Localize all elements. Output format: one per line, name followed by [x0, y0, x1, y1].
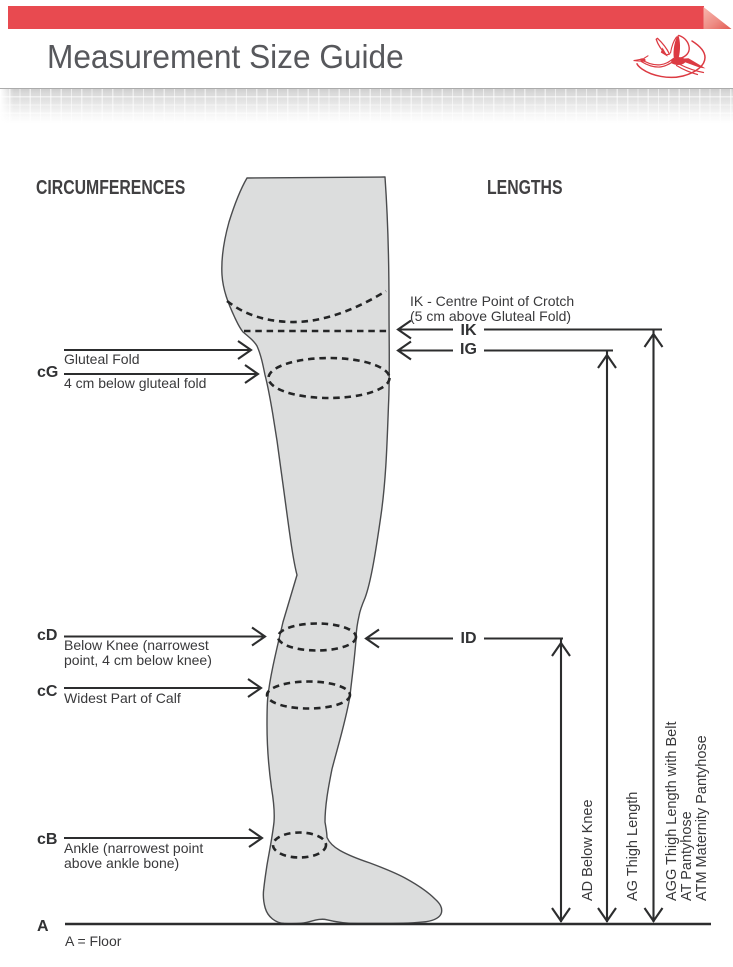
floor-code-label: A — [37, 917, 49, 935]
ik-code-label: IK — [460, 321, 477, 339]
ankle-label: Ankle (narrowest point above ankle bone) — [64, 839, 204, 872]
cg-code-label: cG — [37, 363, 59, 381]
cb-circumference-ellipse — [271, 831, 328, 859]
below-knee-label: Below Knee (narrowest point, 4 cm below … — [64, 636, 212, 669]
ik-dimension-lines — [396, 319, 664, 923]
widest-calf-label: Widest Part of Calf — [64, 690, 181, 706]
gluteal-fold-label: Gluteal Fold — [64, 351, 140, 368]
page-title: Measurement Size Guide — [47, 38, 404, 76]
lengths-heading: LENGTHS — [487, 177, 563, 199]
cb-arrow — [64, 828, 264, 848]
cg-circumference-ellipse — [267, 356, 391, 400]
ag-thigh-length-label: AG Thigh Length — [625, 791, 641, 901]
cd-arrow — [64, 626, 267, 647]
cc-code-label: cC — [37, 682, 58, 700]
cd-code-label: cD — [37, 626, 58, 644]
header-ribbon-fold-icon — [703, 7, 732, 29]
cg-4cm-label: 4 cm below gluteal fold — [64, 374, 207, 391]
ig-code-label: IG — [460, 341, 477, 358]
gluteal-fold-arrow — [64, 340, 253, 360]
agg-at-atm-label: AGG Thigh Length with Belt AT Pantyhose … — [664, 721, 710, 901]
ig-dimension-lines — [396, 340, 617, 923]
circumferences-heading: CIRCUMFERENCES — [36, 177, 186, 199]
cb-code-label: cB — [37, 830, 58, 848]
ad-below-knee-label: AD Below Knee — [580, 799, 596, 901]
crane-logo-icon — [633, 34, 706, 79]
header-red-bar — [8, 6, 704, 29]
leg-silhouette — [221, 176, 443, 925]
cc-circumference-ellipse — [265, 680, 352, 710]
cg-arrow — [64, 364, 260, 384]
decorative-grid-band — [0, 88, 733, 126]
id-dimension-lines — [364, 628, 571, 923]
cc-arrow — [64, 678, 263, 698]
floor-label: A = Floor — [65, 932, 122, 949]
cd-circumference-ellipse — [276, 622, 358, 652]
ik-note-label: IK - Centre Point of Crotch (5 cm above … — [410, 293, 575, 324]
id-code-label: ID — [460, 629, 477, 647]
